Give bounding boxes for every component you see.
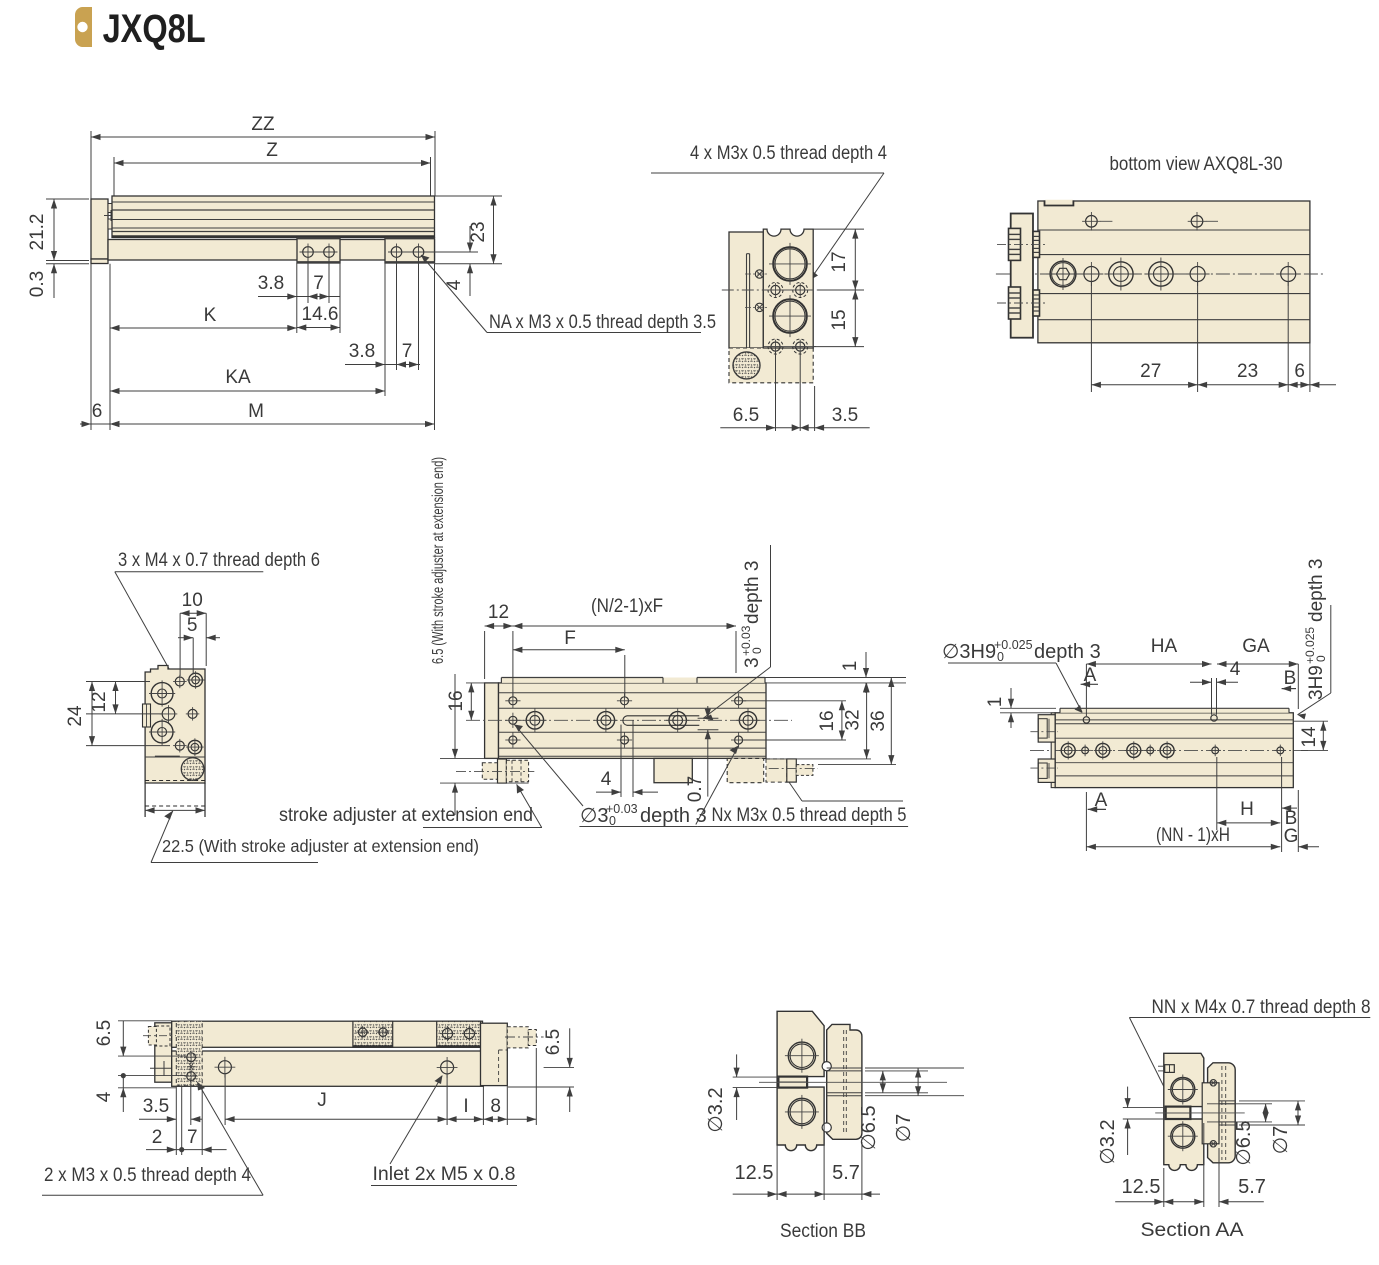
svg-text:4: 4 <box>601 769 612 790</box>
svg-text:∅3: ∅3 <box>580 805 609 827</box>
svg-text:3H9: 3H9 <box>1306 665 1327 700</box>
svg-text:+0.03: +0.03 <box>606 802 638 816</box>
svg-text:7: 7 <box>313 273 324 294</box>
svg-text:32: 32 <box>843 709 864 730</box>
svg-text:Section BB: Section BB <box>780 1221 866 1242</box>
svg-text:stroke adjuster at extension e: stroke adjuster at extension end <box>279 805 533 826</box>
svg-text:+0.025: +0.025 <box>1303 627 1317 664</box>
svg-text:Nx M3x 0.5 thread depth 5: Nx M3x 0.5 thread depth 5 <box>712 805 907 826</box>
svg-text:2: 2 <box>152 1127 163 1148</box>
svg-text:3 x M4 x 0.7 thread depth 6: 3 x M4 x 0.7 thread depth 6 <box>118 550 320 571</box>
svg-text:6.5 (With stroke adjuster at e: 6.5 (With stroke adjuster at extension e… <box>430 457 447 664</box>
svg-text:6.5: 6.5 <box>94 1020 115 1046</box>
svg-text:1: 1 <box>985 697 1006 708</box>
svg-text:1: 1 <box>840 661 861 672</box>
svg-text:5.7: 5.7 <box>832 1162 860 1184</box>
svg-text:KA: KA <box>225 367 251 388</box>
svg-text:NN x M4x 0.7 thread depth 8: NN x M4x 0.7 thread depth 8 <box>1152 997 1371 1018</box>
svg-text:B: B <box>1284 668 1297 689</box>
svg-text:NA x M3 x 0.5 thread depth 3.5: NA x M3 x 0.5 thread depth 3.5 <box>489 312 716 333</box>
svg-text:5: 5 <box>187 615 198 636</box>
svg-text:6: 6 <box>92 401 103 422</box>
svg-text:Z: Z <box>266 140 278 161</box>
svg-text:(NN - 1)xH: (NN - 1)xH <box>1156 825 1230 846</box>
svg-text:depth 3: depth 3 <box>1306 559 1327 622</box>
svg-text:4 x M3x 0.5 thread depth 4: 4 x M3x 0.5 thread depth 4 <box>690 143 887 164</box>
svg-text:(N/2-1)xF: (N/2-1)xF <box>591 596 663 617</box>
svg-text:12: 12 <box>488 602 509 623</box>
svg-text:10: 10 <box>182 590 203 611</box>
svg-text:0.7: 0.7 <box>685 776 706 802</box>
svg-text:8: 8 <box>490 1096 501 1117</box>
svg-text:0: 0 <box>750 647 764 654</box>
svg-text:K: K <box>204 305 217 326</box>
svg-text:HA: HA <box>1151 636 1178 657</box>
svg-text:∅3.2: ∅3.2 <box>705 1087 727 1132</box>
svg-text:3: 3 <box>742 657 763 668</box>
svg-text:23: 23 <box>468 221 489 242</box>
svg-text:depth 3: depth 3 <box>1034 641 1101 663</box>
svg-text:21.2: 21.2 <box>27 214 48 251</box>
svg-text:6: 6 <box>1294 361 1305 382</box>
svg-text:+0.03: +0.03 <box>739 625 753 656</box>
svg-text:depth 3: depth 3 <box>640 805 707 827</box>
svg-text:GA: GA <box>1242 636 1270 657</box>
svg-text:27: 27 <box>1140 361 1161 382</box>
svg-text:bottom view AXQ8L-30: bottom view AXQ8L-30 <box>1110 154 1283 175</box>
svg-text:0: 0 <box>997 650 1004 664</box>
svg-text:22.5 (With stroke adjuster at: 22.5 (With stroke adjuster at extension … <box>162 836 479 856</box>
svg-text:7: 7 <box>187 1127 198 1148</box>
svg-text:0: 0 <box>609 814 616 828</box>
svg-text:∅3.2: ∅3.2 <box>1097 1119 1119 1164</box>
svg-text:0: 0 <box>1314 655 1328 662</box>
svg-text:Section AA: Section AA <box>1141 1220 1244 1241</box>
svg-text:24: 24 <box>65 705 86 727</box>
svg-text:H: H <box>1240 799 1254 820</box>
svg-text:3.5: 3.5 <box>143 1096 169 1117</box>
svg-text:I: I <box>463 1096 468 1117</box>
svg-text:12.5: 12.5 <box>735 1162 774 1184</box>
svg-text:∅3H9: ∅3H9 <box>942 641 996 663</box>
svg-text:∅6.5: ∅6.5 <box>858 1105 880 1150</box>
svg-text:4: 4 <box>94 1091 115 1102</box>
svg-text:A: A <box>1084 665 1097 686</box>
svg-text:14.6: 14.6 <box>302 304 339 325</box>
svg-text:0.3: 0.3 <box>27 271 48 297</box>
svg-text:4: 4 <box>1230 659 1241 680</box>
svg-text:M: M <box>248 401 264 422</box>
svg-text:14: 14 <box>1299 726 1320 748</box>
svg-text:F: F <box>564 628 576 649</box>
svg-text:12: 12 <box>89 691 110 712</box>
svg-text:36: 36 <box>868 710 889 731</box>
svg-text:16: 16 <box>446 690 467 711</box>
svg-text:∅7: ∅7 <box>1270 1126 1292 1155</box>
svg-text:B: B <box>1285 808 1298 829</box>
svg-text:3.8: 3.8 <box>258 273 284 294</box>
svg-text:12.5: 12.5 <box>1122 1176 1161 1198</box>
svg-text:A: A <box>1095 790 1108 811</box>
svg-text:17: 17 <box>829 251 850 272</box>
svg-text:3.5: 3.5 <box>832 405 858 426</box>
svg-text:23: 23 <box>1237 361 1258 382</box>
svg-text:∅6.5: ∅6.5 <box>1233 1120 1255 1165</box>
svg-text:4: 4 <box>444 279 465 290</box>
svg-text:5.7: 5.7 <box>1238 1176 1266 1198</box>
svg-text:15: 15 <box>829 309 850 330</box>
svg-text:7: 7 <box>402 341 413 362</box>
svg-text:6.5: 6.5 <box>733 405 759 426</box>
svg-text:ZZ: ZZ <box>251 114 275 135</box>
svg-text:JXQ8L: JXQ8L <box>103 7 206 51</box>
svg-text:∅7: ∅7 <box>893 1114 915 1143</box>
svg-text:2 x M3 x 0.5 thread depth 4: 2 x M3 x 0.5 thread depth 4 <box>44 1165 251 1186</box>
svg-text:Inlet 2x M5 x 0.8: Inlet 2x M5 x 0.8 <box>373 1164 516 1185</box>
svg-text:depth 3: depth 3 <box>742 561 763 624</box>
svg-text:3.8: 3.8 <box>349 341 375 362</box>
svg-text:16: 16 <box>817 710 838 731</box>
svg-text:+0.025: +0.025 <box>994 638 1033 652</box>
svg-text:6.5: 6.5 <box>543 1029 564 1055</box>
svg-text:J: J <box>317 1090 327 1111</box>
svg-text:G: G <box>1284 826 1299 847</box>
